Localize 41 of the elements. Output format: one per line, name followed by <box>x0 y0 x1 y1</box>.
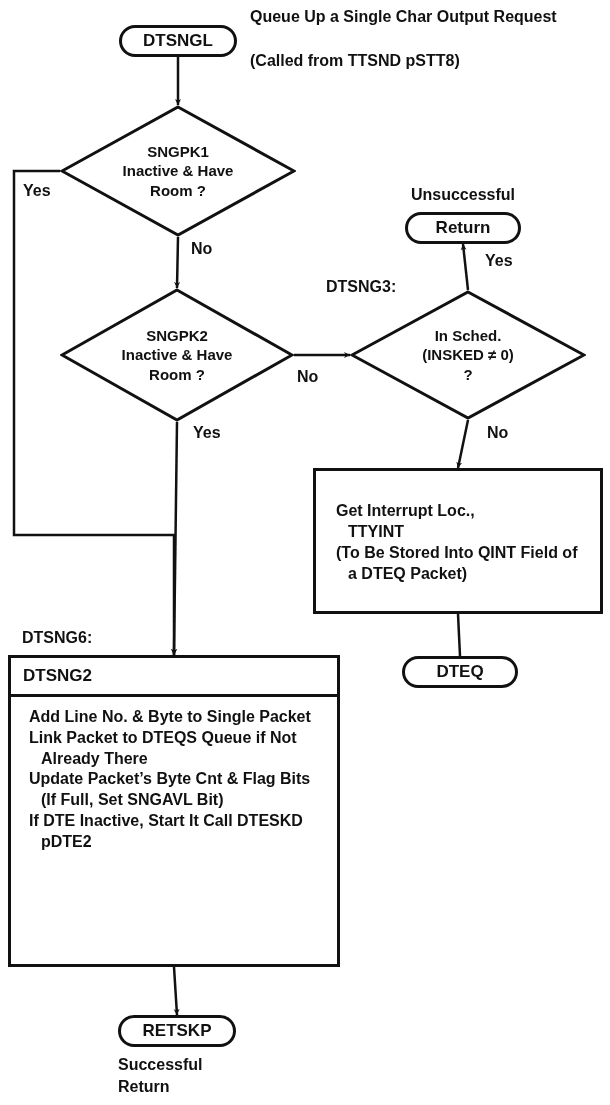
node-text: If DTE Inactive, Start It Call DTESKD pDTE2 <box>29 811 304 852</box>
process-box <box>8 655 340 967</box>
connector-line <box>456 613 462 657</box>
node-text: ? <box>463 364 473 385</box>
node-text: RETSKP <box>142 1019 212 1042</box>
arrow <box>172 966 180 1016</box>
terminal-box <box>118 1015 236 1047</box>
node-text: SNGPK2 <box>146 325 208 346</box>
terminal-box <box>405 212 521 244</box>
node-text: In Sched. <box>434 325 502 346</box>
node-text: SNGPK1 <box>147 141 209 162</box>
node-text: Inactive & Have Room ? <box>121 161 235 201</box>
decision-diamond <box>60 288 294 422</box>
node-text: (To Be Stored Into QINT Field of a DTEQ Packet) <box>336 543 579 584</box>
process-box <box>313 468 603 614</box>
annotation-text: Unsuccessful <box>409 185 516 205</box>
annotation-text: (Called from TTSND pSTT8) <box>250 51 461 71</box>
node-text: (INSKED ≠ 0) <box>422 345 514 365</box>
arrow <box>460 243 470 291</box>
terminal-box <box>119 25 237 57</box>
node-text: DTEQ <box>436 660 484 683</box>
node-text: Update Packet’s Byte Cnt & Flag Bits (If Full, Set SNGAVL Bit) <box>29 769 312 811</box>
node-text: Get Interrupt Loc., TTYINT <box>336 501 476 543</box>
node-text: Inactive & Have Room ? <box>120 345 234 385</box>
arrow <box>174 236 181 289</box>
node-text: DTSNGL <box>143 29 213 52</box>
annotation-text: DTSNG3: <box>326 277 398 297</box>
arrow <box>294 352 350 358</box>
annotation-text: DTSNG6: <box>22 628 94 648</box>
node-text: Link Packet to DTEQS Queue if Not Already There <box>29 727 298 769</box>
box-heading: DTSNG2 <box>11 658 337 698</box>
node-text: Return <box>435 216 491 239</box>
arrow <box>171 422 179 655</box>
node-text: Add Line No. & Byte to Single Packet <box>29 707 312 728</box>
terminal-box <box>402 656 518 688</box>
decision-diamond <box>60 105 296 237</box>
annotation-text: Successful Return <box>118 1055 204 1098</box>
arrow <box>175 57 181 105</box>
annotation-text: Queue Up a Single Char Output Request <box>250 7 558 27</box>
decision-diamond <box>350 290 586 420</box>
arrow <box>456 419 470 469</box>
